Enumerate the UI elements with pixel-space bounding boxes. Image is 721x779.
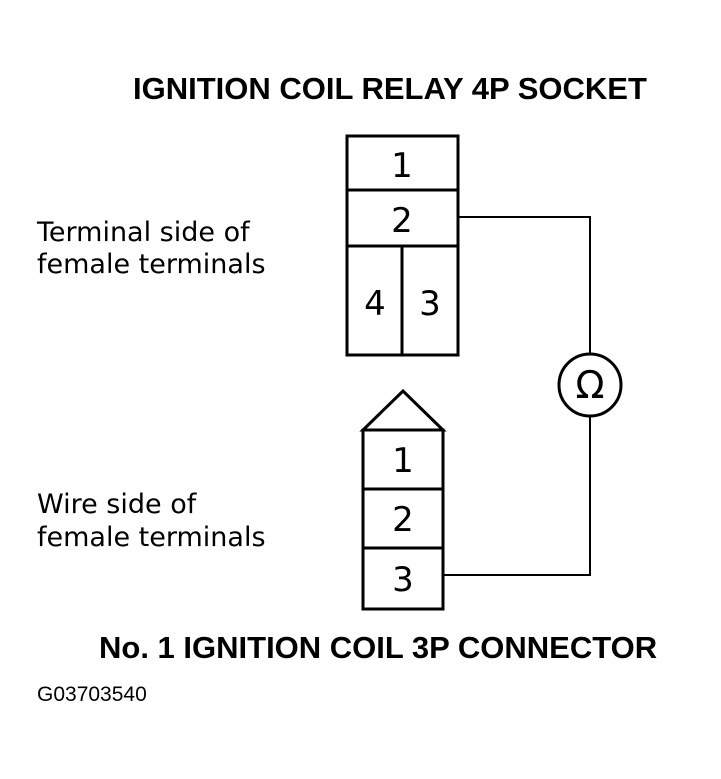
connector-title: No. 1 IGNITION COIL 3P CONNECTOR [99, 630, 657, 665]
test-lead-connector [443, 416, 591, 576]
connector-side-label-line1: Wire side of [37, 489, 198, 520]
ohmmeter-circle [557, 352, 623, 418]
relay-socket: 1 2 4 3 [345, 134, 460, 357]
socket-title: IGNITION COIL RELAY 4P SOCKET [133, 71, 647, 106]
ignition-coil-connector: 1 2 3 [359, 388, 447, 611]
ohm-symbol: Ω [575, 363, 604, 407]
test-lead-socket [458, 216, 591, 354]
socket-terminal-4: 4 [364, 284, 386, 324]
connector-terminal-3: 3 [392, 560, 414, 600]
figure-code: G03703540 [37, 683, 147, 706]
socket-terminal-2: 2 [391, 201, 413, 241]
connector-lock-tab [359, 388, 447, 432]
connector-outline [361, 428, 445, 611]
socket-terminal-1: 1 [391, 146, 413, 186]
socket-side-label-line1: Terminal side of [36, 217, 251, 248]
socket-terminal-3: 3 [419, 284, 441, 324]
socket-side-label-line2: female terminals [37, 249, 266, 280]
connector-side-label-line2: female terminals [37, 522, 266, 553]
ohmmeter-icon: Ω [557, 352, 623, 418]
connector-terminal-2: 2 [392, 500, 414, 540]
connector-terminal-1: 1 [392, 441, 414, 481]
